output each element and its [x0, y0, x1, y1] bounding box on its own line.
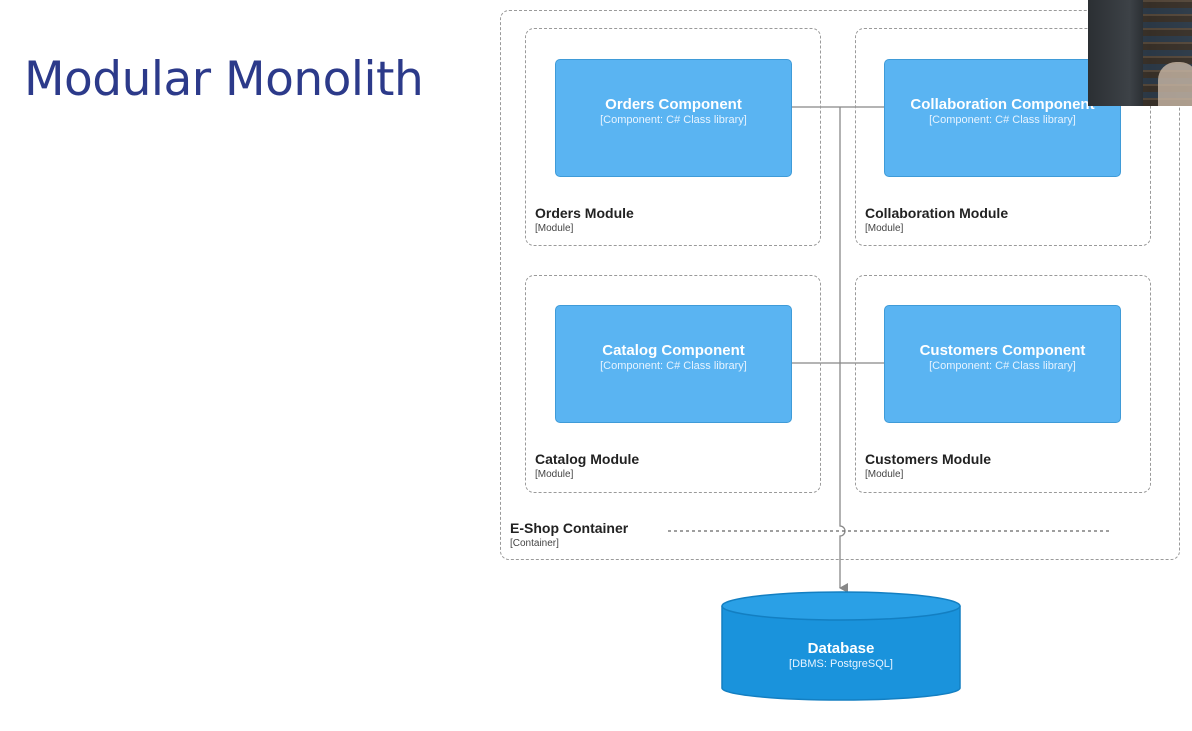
customers-component-type: [Component: C# Class library]: [929, 360, 1076, 372]
catalog-component[interactable]: Catalog Component [Component: C# Class l…: [555, 305, 792, 423]
collaboration-module-type: [Module]: [865, 223, 904, 234]
collaboration-module-name: Collaboration Module: [865, 205, 1009, 221]
database-type: [DBMS: PostgreSQL]: [789, 658, 893, 670]
orders-component-name: Orders Component: [605, 96, 742, 113]
catalog-module-boundary: [525, 275, 821, 493]
customers-module-boundary: [855, 275, 1151, 493]
presenter-webcam: [1088, 0, 1192, 106]
database-cylinder[interactable]: [718, 588, 964, 712]
orders-component-type: [Component: C# Class library]: [600, 114, 747, 126]
customers-module-name: Customers Module: [865, 451, 992, 467]
orders-module-boundary: [525, 28, 821, 246]
orders-component[interactable]: Orders Component [Component: C# Class li…: [555, 59, 792, 177]
collaboration-component-name: Collaboration Component: [910, 96, 1095, 113]
container-name: E-Shop Container: [510, 520, 629, 536]
collaboration-component[interactable]: Collaboration Component [Component: C# C…: [884, 59, 1121, 177]
catalog-module-name: Catalog Module: [535, 451, 640, 467]
slide-title: Modular Monolith: [24, 52, 424, 107]
catalog-component-type: [Component: C# Class library]: [600, 360, 747, 372]
container-type: [Container]: [510, 538, 559, 549]
customers-component[interactable]: Customers Component [Component: C# Class…: [884, 305, 1121, 423]
customers-module-type: [Module]: [865, 469, 904, 480]
catalog-component-name: Catalog Component: [602, 342, 745, 359]
database-name: Database: [807, 640, 875, 657]
orders-module-type: [Module]: [535, 223, 574, 234]
collaboration-module-boundary: [855, 28, 1151, 246]
orders-module-name: Orders Module: [535, 205, 634, 221]
eshop-container-boundary: [500, 10, 1180, 560]
customers-component-name: Customers Component: [919, 342, 1086, 359]
catalog-module-type: [Module]: [535, 469, 574, 480]
collaboration-component-type: [Component: C# Class library]: [929, 114, 1076, 126]
presenter-figure: [1158, 62, 1192, 106]
